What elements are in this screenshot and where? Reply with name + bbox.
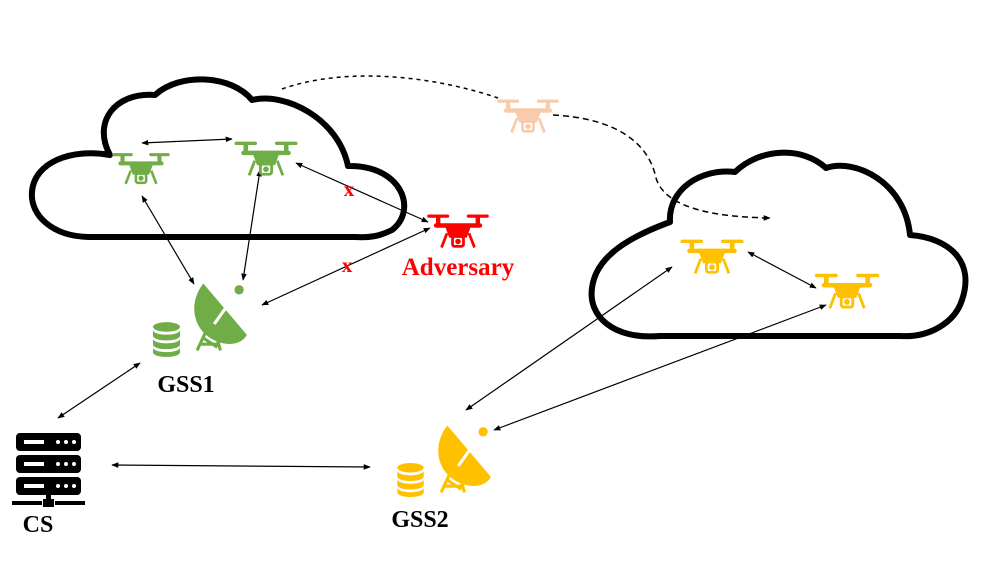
- blocked-mark-2: x: [342, 253, 353, 277]
- cloud-icon: [28, 76, 969, 340]
- drone-icon: [425, 213, 491, 249]
- drone-icon: [495, 98, 561, 134]
- link-gss1-cs: [57, 362, 141, 419]
- right-cloud: [588, 149, 969, 340]
- satellite-dish-icon: [192, 281, 249, 353]
- cs-label: CS: [23, 512, 54, 538]
- drone-migration-path-continued: [552, 114, 771, 221]
- adversary-label: Adversary: [402, 254, 515, 281]
- drone-migration-path: [281, 75, 499, 99]
- gss2-label: GSS2: [391, 507, 448, 533]
- link-drone3-drone4: [747, 251, 817, 289]
- link-gss1-adversary: [261, 227, 431, 306]
- database-icon: [397, 463, 424, 497]
- left-cloud: [28, 76, 408, 241]
- gss1-label: GSS1: [157, 372, 214, 398]
- links: [57, 136, 827, 470]
- link-drone2-gss1: [241, 169, 262, 281]
- blocked-mark-1: x: [344, 177, 355, 201]
- link-drone1-gss1: [141, 195, 195, 285]
- database-icon: [152, 322, 181, 357]
- link-drone1-drone2: [141, 136, 233, 146]
- link-cs-gss2: [111, 462, 371, 470]
- satellite-dish-icon: [436, 423, 493, 495]
- link-gss2-drone4: [493, 304, 827, 431]
- link-drone2-adversary: [295, 162, 429, 223]
- server-icon: [12, 433, 85, 507]
